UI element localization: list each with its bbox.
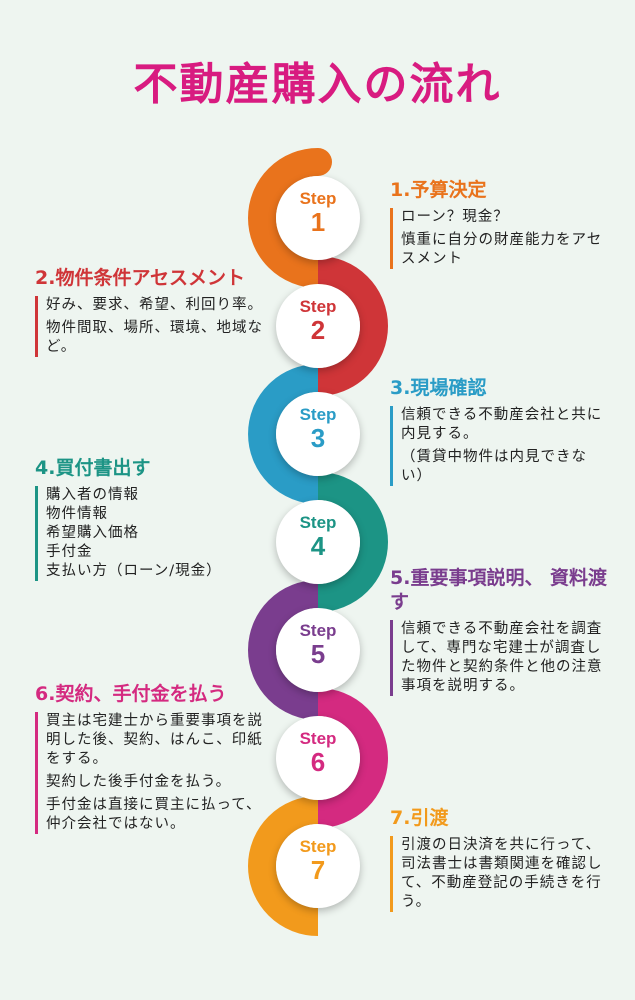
step-body: ローン？現金？ 慎重に自分の財産能力をアセスメント: [390, 208, 610, 269]
step-heading: 4.買付書出す: [35, 457, 151, 479]
step-4-description: 4.買付書出す購入者の情報物件情報希望購入価格手付金支払い方（ローン/現金）: [35, 456, 265, 581]
step-body: 信頼できる不動産会社を調査して、専門な宅建士が調査した物件と契約条件と他の注意事…: [390, 620, 615, 696]
step-text-line: 契約した後手付金を払う。: [46, 774, 232, 790]
step-text-line: 信頼できる不動産会社を調査して、専門な宅建士が調査した物件と契約条件と他の注意事…: [401, 621, 603, 694]
step-number: 3: [310, 423, 326, 453]
step-5-description: 5.重要事項説明、 資料渡す信頼できる不動産会社を調査して、専門な宅建士が調査し…: [390, 566, 615, 700]
step-6-arc: [317, 688, 388, 828]
step-number: 2: [310, 315, 326, 345]
step-text-line: 手付金は直接に買主に払って、仲介会社ではない。: [46, 797, 262, 832]
step-5-arc: [248, 580, 319, 720]
step-text-line: 信頼できる不動産会社と共に内見する。: [401, 407, 603, 442]
step-text-line: 物件情報: [46, 506, 108, 522]
step-4-arc: [317, 472, 388, 612]
step-heading: 7.引渡: [390, 807, 449, 829]
step-body: 好み、要求、希望、利回り率。物件間取、場所、環境、地域など。: [35, 296, 265, 357]
step-heading: 1.予算決定: [390, 179, 487, 201]
step-body: 購入者の情報物件情報希望購入価格手付金支払い方（ローン/現金）: [35, 486, 265, 581]
step-number: 7: [310, 855, 326, 885]
step-text-line: 慎重に自分の財産能力をアセスメント: [401, 232, 603, 267]
step-label: Step: [299, 189, 337, 208]
step-text-line: 好み、要求、希望、利回り率。: [46, 297, 263, 313]
step-heading: 5.重要事項説明、 資料渡す: [390, 567, 608, 613]
step-number: 6: [310, 747, 326, 777]
page-title: 不動産購入の流れ: [133, 59, 502, 110]
step-text-line: 支払い方（ローン/現金）: [46, 563, 222, 579]
step-label: Step: [299, 729, 337, 748]
step-7-description: 7.引渡引渡の日決済を共に行って、司法書士は書類関連を確認して、不動産登記の手続…: [390, 806, 610, 916]
step-label: Step: [299, 405, 337, 424]
step-2-arc: [317, 256, 388, 396]
step-3-arc: [248, 364, 319, 504]
step-heading: 6.契約、手付金を払う: [35, 683, 227, 705]
step-body: 信頼できる不動産会社と共に内見する。 （賃貸中物件は内見できない）: [390, 406, 610, 486]
step-text-line: 引渡の日決済を共に行って、司法書士は書類関連を確認して、不動産登記の手続きを行う…: [401, 837, 603, 910]
step-1-description: 1.予算決定ローン？現金？ 慎重に自分の財産能力をアセスメント: [390, 178, 610, 273]
step-number: 1: [310, 207, 326, 237]
step-text-line: ローン？現金？: [401, 209, 509, 225]
step-body: 引渡の日決済を共に行って、司法書士は書類関連を確認して、不動産登記の手続きを行う…: [390, 836, 610, 912]
step-2-description: 2.物件条件アセスメント好み、要求、希望、利回り率。物件間取、場所、環境、地域な…: [35, 266, 265, 361]
step-number: 4: [310, 531, 326, 561]
step-label: Step: [299, 621, 337, 640]
step-text-line: 手付金: [46, 544, 93, 560]
step-text-line: 購入者の情報: [46, 487, 139, 503]
step-1-arc: [248, 148, 332, 288]
step-number: 5: [310, 639, 326, 669]
step-label: Step: [299, 513, 337, 532]
step-text-line: 買主は宅建士から重要事項を説明した後、契約、はんこ、印紙をする。: [46, 713, 263, 767]
step-heading: 2.物件条件アセスメント: [35, 267, 246, 289]
step-label: Step: [299, 837, 337, 856]
step-3-description: 3.現場確認信頼できる不動産会社と共に内見する。 （賃貸中物件は内見できない）: [390, 376, 610, 490]
step-text-line: 物件間取、場所、環境、地域など。: [46, 320, 263, 355]
step-body: 買主は宅建士から重要事項を説明した後、契約、はんこ、印紙をする。契約した後手付金…: [35, 712, 265, 834]
step-7-arc: [248, 796, 319, 936]
step-label: Step: [299, 297, 337, 316]
step-text-line: 希望購入価格: [46, 525, 139, 541]
step-6-description: 6.契約、手付金を払う買主は宅建士から重要事項を説明した後、契約、はんこ、印紙を…: [35, 682, 265, 838]
step-heading: 3.現場確認: [390, 377, 487, 399]
step-text-line: （賃貸中物件は内見できない）: [401, 449, 587, 484]
